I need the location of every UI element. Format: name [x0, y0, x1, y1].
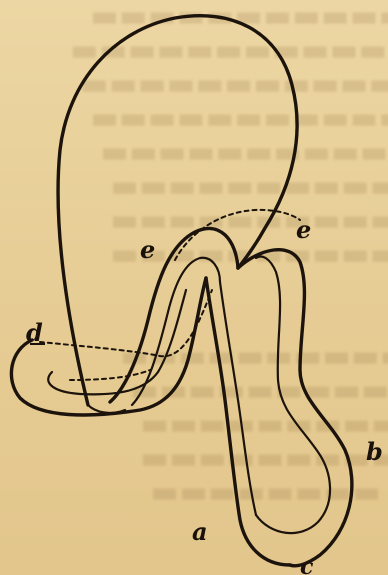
label-e-right: e	[296, 215, 311, 244]
descending-tube-left	[206, 278, 290, 565]
label-c: c	[300, 554, 314, 575]
dotted-contour-top	[175, 210, 300, 260]
right-loop-inner	[256, 257, 330, 534]
label-e-left: e	[140, 235, 155, 264]
label-a: a	[192, 517, 208, 546]
label-b: b	[366, 437, 383, 466]
label-d: d	[26, 318, 43, 347]
right-loop-outer	[238, 250, 352, 566]
